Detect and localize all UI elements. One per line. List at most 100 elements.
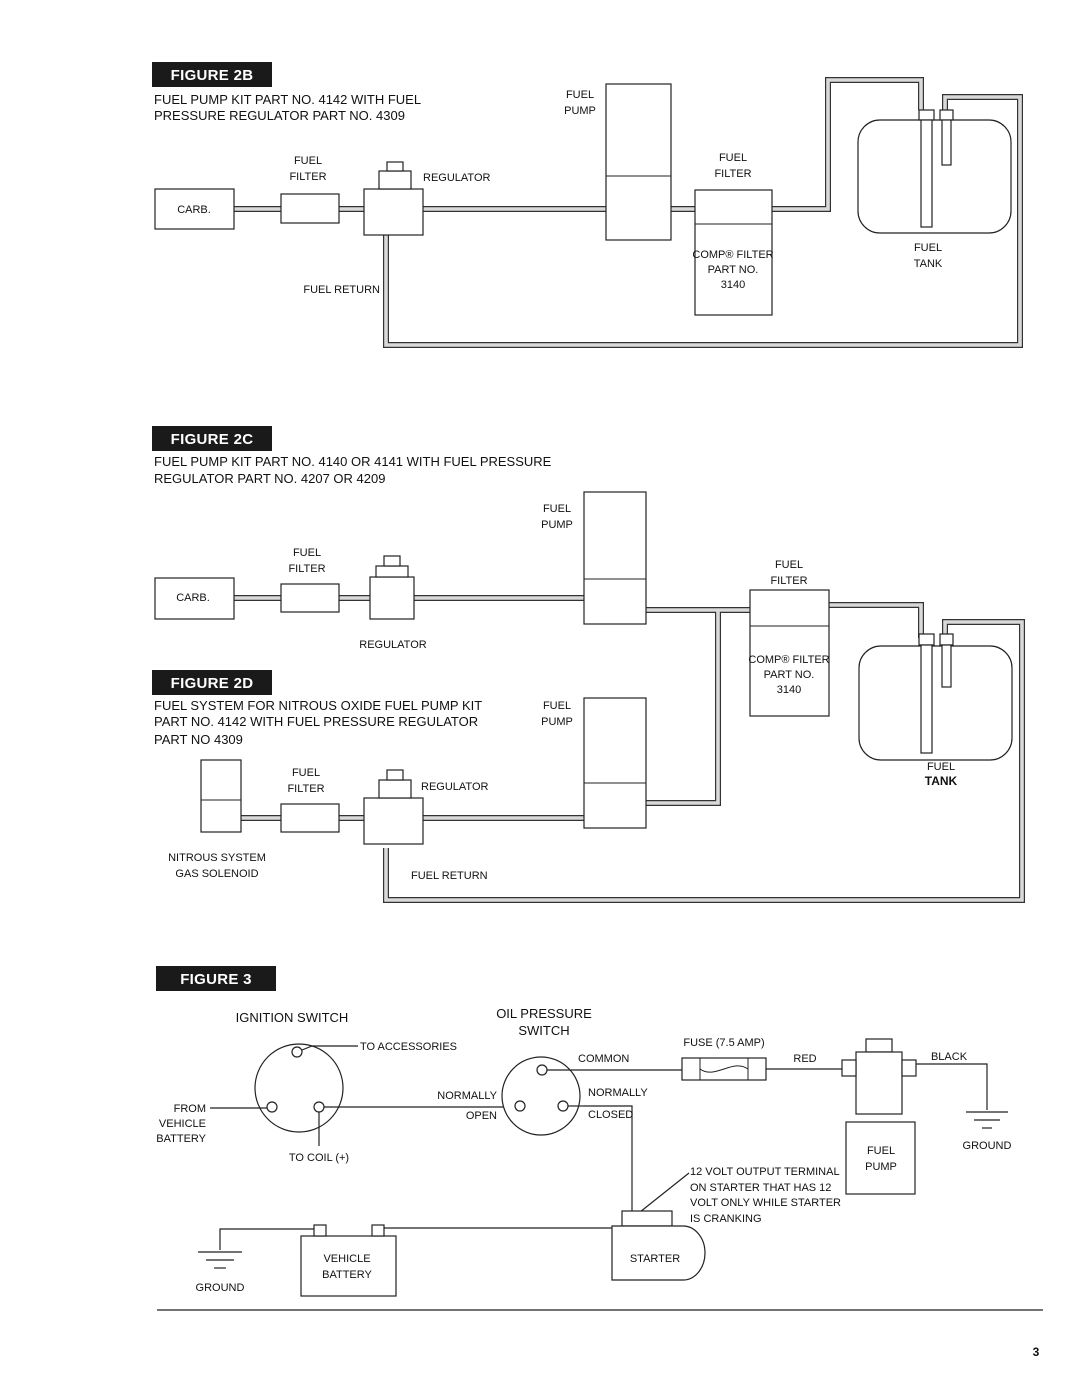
figure-2b-pump-label2: PUMP	[564, 105, 596, 117]
ignition-switch-label: IGNITION SWITCH	[236, 1010, 349, 1025]
figure-2b-filter-label1: FUEL	[294, 155, 322, 167]
figure-2c-fuel-filter	[280, 583, 340, 613]
starter-note-leader	[639, 1172, 690, 1213]
fuse	[681, 1057, 767, 1081]
fig3-fuel-pump	[841, 1038, 917, 1195]
ignition-switch	[210, 1043, 514, 1146]
figure-2b-fuel-tank	[857, 109, 1012, 234]
figure-2c-filter2-label2: FILTER	[770, 575, 807, 587]
fig3-pump-label1: FUEL	[867, 1145, 895, 1157]
figure-2c-pipes	[234, 595, 1025, 903]
figure-2c-fuel-tank	[858, 633, 1013, 761]
figure-2b-fuel-filter	[280, 193, 340, 224]
figure-2c-pump-label2: PUMP	[541, 519, 573, 531]
fuse-label: FUSE (7.5 AMP)	[683, 1037, 764, 1049]
to-accessories-label: TO ACCESSORIES	[360, 1041, 457, 1053]
figure-2b-fuel-return-label: FUEL RETURN	[303, 284, 380, 296]
starter-note-line1: 12 VOLT OUTPUT TERMINAL	[690, 1166, 840, 1178]
figure-2b-filter2-label1: FUEL	[719, 152, 747, 164]
figure-2c-badge	[152, 426, 272, 451]
figure-2c-comp-label3: 3140	[777, 684, 801, 696]
figure-2c-comp-label2: PART NO.	[764, 669, 815, 681]
battery-ground-wire	[219, 1228, 314, 1250]
figure-2d-fuel-filter	[280, 803, 340, 833]
common-label: COMMON	[578, 1053, 629, 1065]
figure-2b-comp-label1: COMP® FILTER	[692, 249, 773, 261]
ground-left-label: GROUND	[196, 1282, 245, 1294]
figure-2c-fuel-pump	[583, 491, 647, 625]
figure-2c-caption-line1: FUEL PUMP KIT PART NO. 4140 OR 4141 WITH…	[154, 454, 552, 469]
oil-switch-label1: OIL PRESSURE	[496, 1006, 592, 1021]
figure-2d-caption-line3: PART NO 4309	[154, 732, 243, 747]
figure-2d-fuel-return-label: FUEL RETURN	[411, 870, 488, 882]
figure-2b-filter2-label2: FILTER	[714, 168, 751, 180]
red-wire-label: RED	[793, 1053, 816, 1065]
oil-pressure-switch	[501, 1056, 633, 1212]
figure-2b-caption-line1: FUEL PUMP KIT PART NO. 4142 WITH FUEL	[154, 92, 421, 107]
figure-2c-tank-label1: FUEL	[927, 761, 955, 773]
figure-3-badge	[156, 966, 276, 991]
figure-2b-comp-filter	[694, 189, 773, 316]
ground-left-icon	[198, 1251, 242, 1269]
figure-2b-regulator-label: REGULATOR	[423, 172, 490, 184]
starter-label: STARTER	[630, 1253, 680, 1265]
figure-2b-badge-text: FIGURE 2B	[171, 67, 254, 84]
figure-2d-filter-label1: FUEL	[292, 767, 320, 779]
battery-label2: BATTERY	[322, 1269, 372, 1281]
fig3-pump-label2: PUMP	[865, 1161, 897, 1173]
normally-closed-label2: CLOSED	[588, 1109, 633, 1121]
figure-2b-badge	[152, 62, 272, 87]
figure-2b: FIGURE 2B FUEL PUMP KIT PART NO. 4142 WI…	[152, 62, 1023, 348]
ground-right-icon	[966, 1111, 1008, 1129]
black-wire-label: BLACK	[931, 1051, 968, 1063]
oil-switch-label2: SWITCH	[518, 1023, 569, 1038]
figure-2c-comp-label1: COMP® FILTER	[748, 654, 829, 666]
normally-open-label1: NORMALLY	[437, 1090, 497, 1102]
figure-2d-solenoid	[200, 759, 242, 833]
figure-2d-regulator	[363, 769, 424, 845]
battery-label1: VEHICLE	[323, 1253, 370, 1265]
figure-2d-filter-label2: FILTER	[287, 783, 324, 795]
figure-2c-filter-label2: FILTER	[288, 563, 325, 575]
figure-3: FIGURE 3 IGNITION SWITCH TO ACCESSORIES …	[156, 966, 1011, 1297]
figure-2b-fuel-pump	[605, 83, 672, 241]
figure-3-badge-text: FIGURE 3	[180, 971, 252, 988]
starter-note-line2: ON STARTER THAT HAS 12	[690, 1182, 831, 1194]
figure-2c-tank-label2: TANK	[925, 774, 958, 788]
figure-2c-caption-line2: REGULATOR PART NO. 4207 OR 4209	[154, 471, 385, 486]
black-wire	[916, 1063, 988, 1110]
figure-2c-pump-label1: FUEL	[543, 503, 571, 515]
starter-note-line4: IS CRANKING	[690, 1213, 762, 1225]
figure-2d-caption-line2: PART NO. 4142 WITH FUEL PRESSURE REGULAT…	[154, 714, 478, 729]
figure-2d-pump-label2: PUMP	[541, 716, 573, 728]
figure-2c-badge-text: FIGURE 2C	[171, 431, 254, 448]
to-coil-label: TO COIL (+)	[289, 1152, 349, 1164]
vehicle-battery	[300, 1224, 397, 1297]
figure-2c-filter-label1: FUEL	[293, 547, 321, 559]
page-number: 3	[1033, 1345, 1040, 1359]
figure-2d-solenoid-label1: NITROUS SYSTEM	[168, 852, 266, 864]
figure-2b-carb-label: CARB.	[177, 204, 211, 216]
figure-2d-regulator-label: REGULATOR	[421, 781, 488, 793]
figure-2d-caption-line1: FUEL SYSTEM FOR NITROUS OXIDE FUEL PUMP …	[154, 698, 482, 713]
figure-2d-pump-label1: FUEL	[543, 700, 571, 712]
figure-2c-comp-filter	[749, 589, 830, 717]
figure-2d-badge	[152, 670, 272, 695]
figure-2d-solenoid-label2: GAS SOLENOID	[175, 868, 258, 880]
figure-2b-carb-box	[154, 188, 235, 230]
normally-closed-label1: NORMALLY	[588, 1087, 648, 1099]
figure-2c-regulator	[369, 555, 415, 620]
figure-2b-pump-label1: FUEL	[566, 89, 594, 101]
figure-2c-regulator-label: REGULATOR	[359, 639, 426, 651]
figure-2b-tank-label1: FUEL	[914, 242, 942, 254]
figure-2b-comp-label3: 3140	[721, 279, 745, 291]
figure-2c-carb-box	[154, 577, 235, 620]
figure-2d-fuel-pump	[583, 697, 647, 829]
figure-2b-filter-label2: FILTER	[289, 171, 326, 183]
figure-2d: FIGURE 2D FUEL SYSTEM FOR NITROUS OXIDE …	[152, 670, 647, 882]
starter	[611, 1210, 706, 1281]
figure-2d-badge-text: FIGURE 2D	[171, 675, 254, 692]
from-battery-label2: VEHICLE	[159, 1118, 206, 1130]
figure-2b-caption-line2: PRESSURE REGULATOR PART NO. 4309	[154, 108, 405, 123]
